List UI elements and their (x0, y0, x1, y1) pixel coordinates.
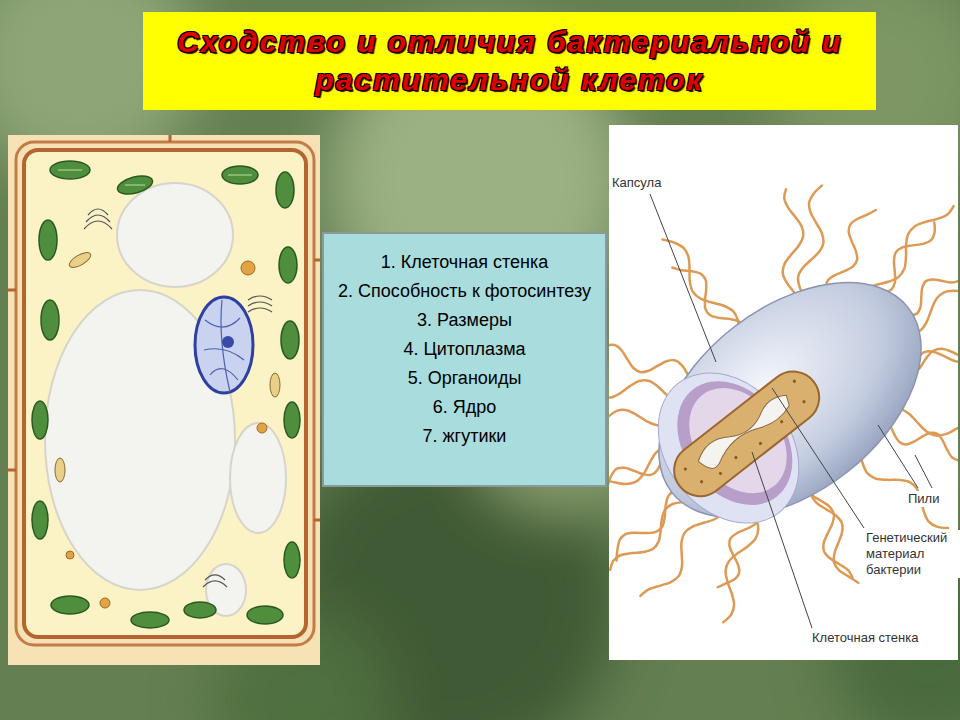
pilus (884, 418, 958, 460)
pilus (826, 210, 876, 288)
comparison-list-box: 1. Клеточная стенка2. Способность к фото… (322, 232, 607, 487)
pili-label: Пили (906, 491, 941, 507)
genetic-material-label: Генетический материал бактерии (864, 530, 960, 578)
pilus (672, 268, 744, 328)
list-item: 2. Способность к фотосинтезу (334, 277, 595, 306)
list-item: 5. Органоиды (334, 364, 595, 393)
pilus (860, 451, 948, 528)
bacterial-cell-figure (561, 125, 960, 660)
pilus (609, 345, 694, 383)
pilus (798, 186, 824, 298)
cell-wall-label: Клеточная стенка (810, 630, 920, 646)
list-item: 4. Цитоплазма (334, 335, 595, 364)
figure-panel (8, 135, 320, 665)
plant-cell-figure (8, 135, 320, 665)
title-banner: Сходство и отличия бактериальной и расти… (143, 12, 876, 110)
pilus (912, 257, 958, 334)
pilus (609, 447, 664, 515)
pilus (806, 488, 853, 578)
pilus (865, 206, 953, 289)
pilus (873, 222, 935, 294)
list-item: 1. Клеточная стенка (334, 248, 595, 277)
list-item: 3. Размеры (334, 306, 595, 335)
list-item: 7. жгутики (334, 422, 595, 451)
list-item: 6. Ядро (334, 393, 595, 422)
pilus (609, 450, 665, 499)
pilus (640, 513, 723, 596)
slide-title: Сходство и отличия бактериальной и расти… (160, 23, 860, 99)
pilus (617, 490, 684, 561)
pili-lines (609, 186, 958, 623)
capsule-label: Капсула (610, 175, 663, 191)
pilus (723, 506, 758, 622)
